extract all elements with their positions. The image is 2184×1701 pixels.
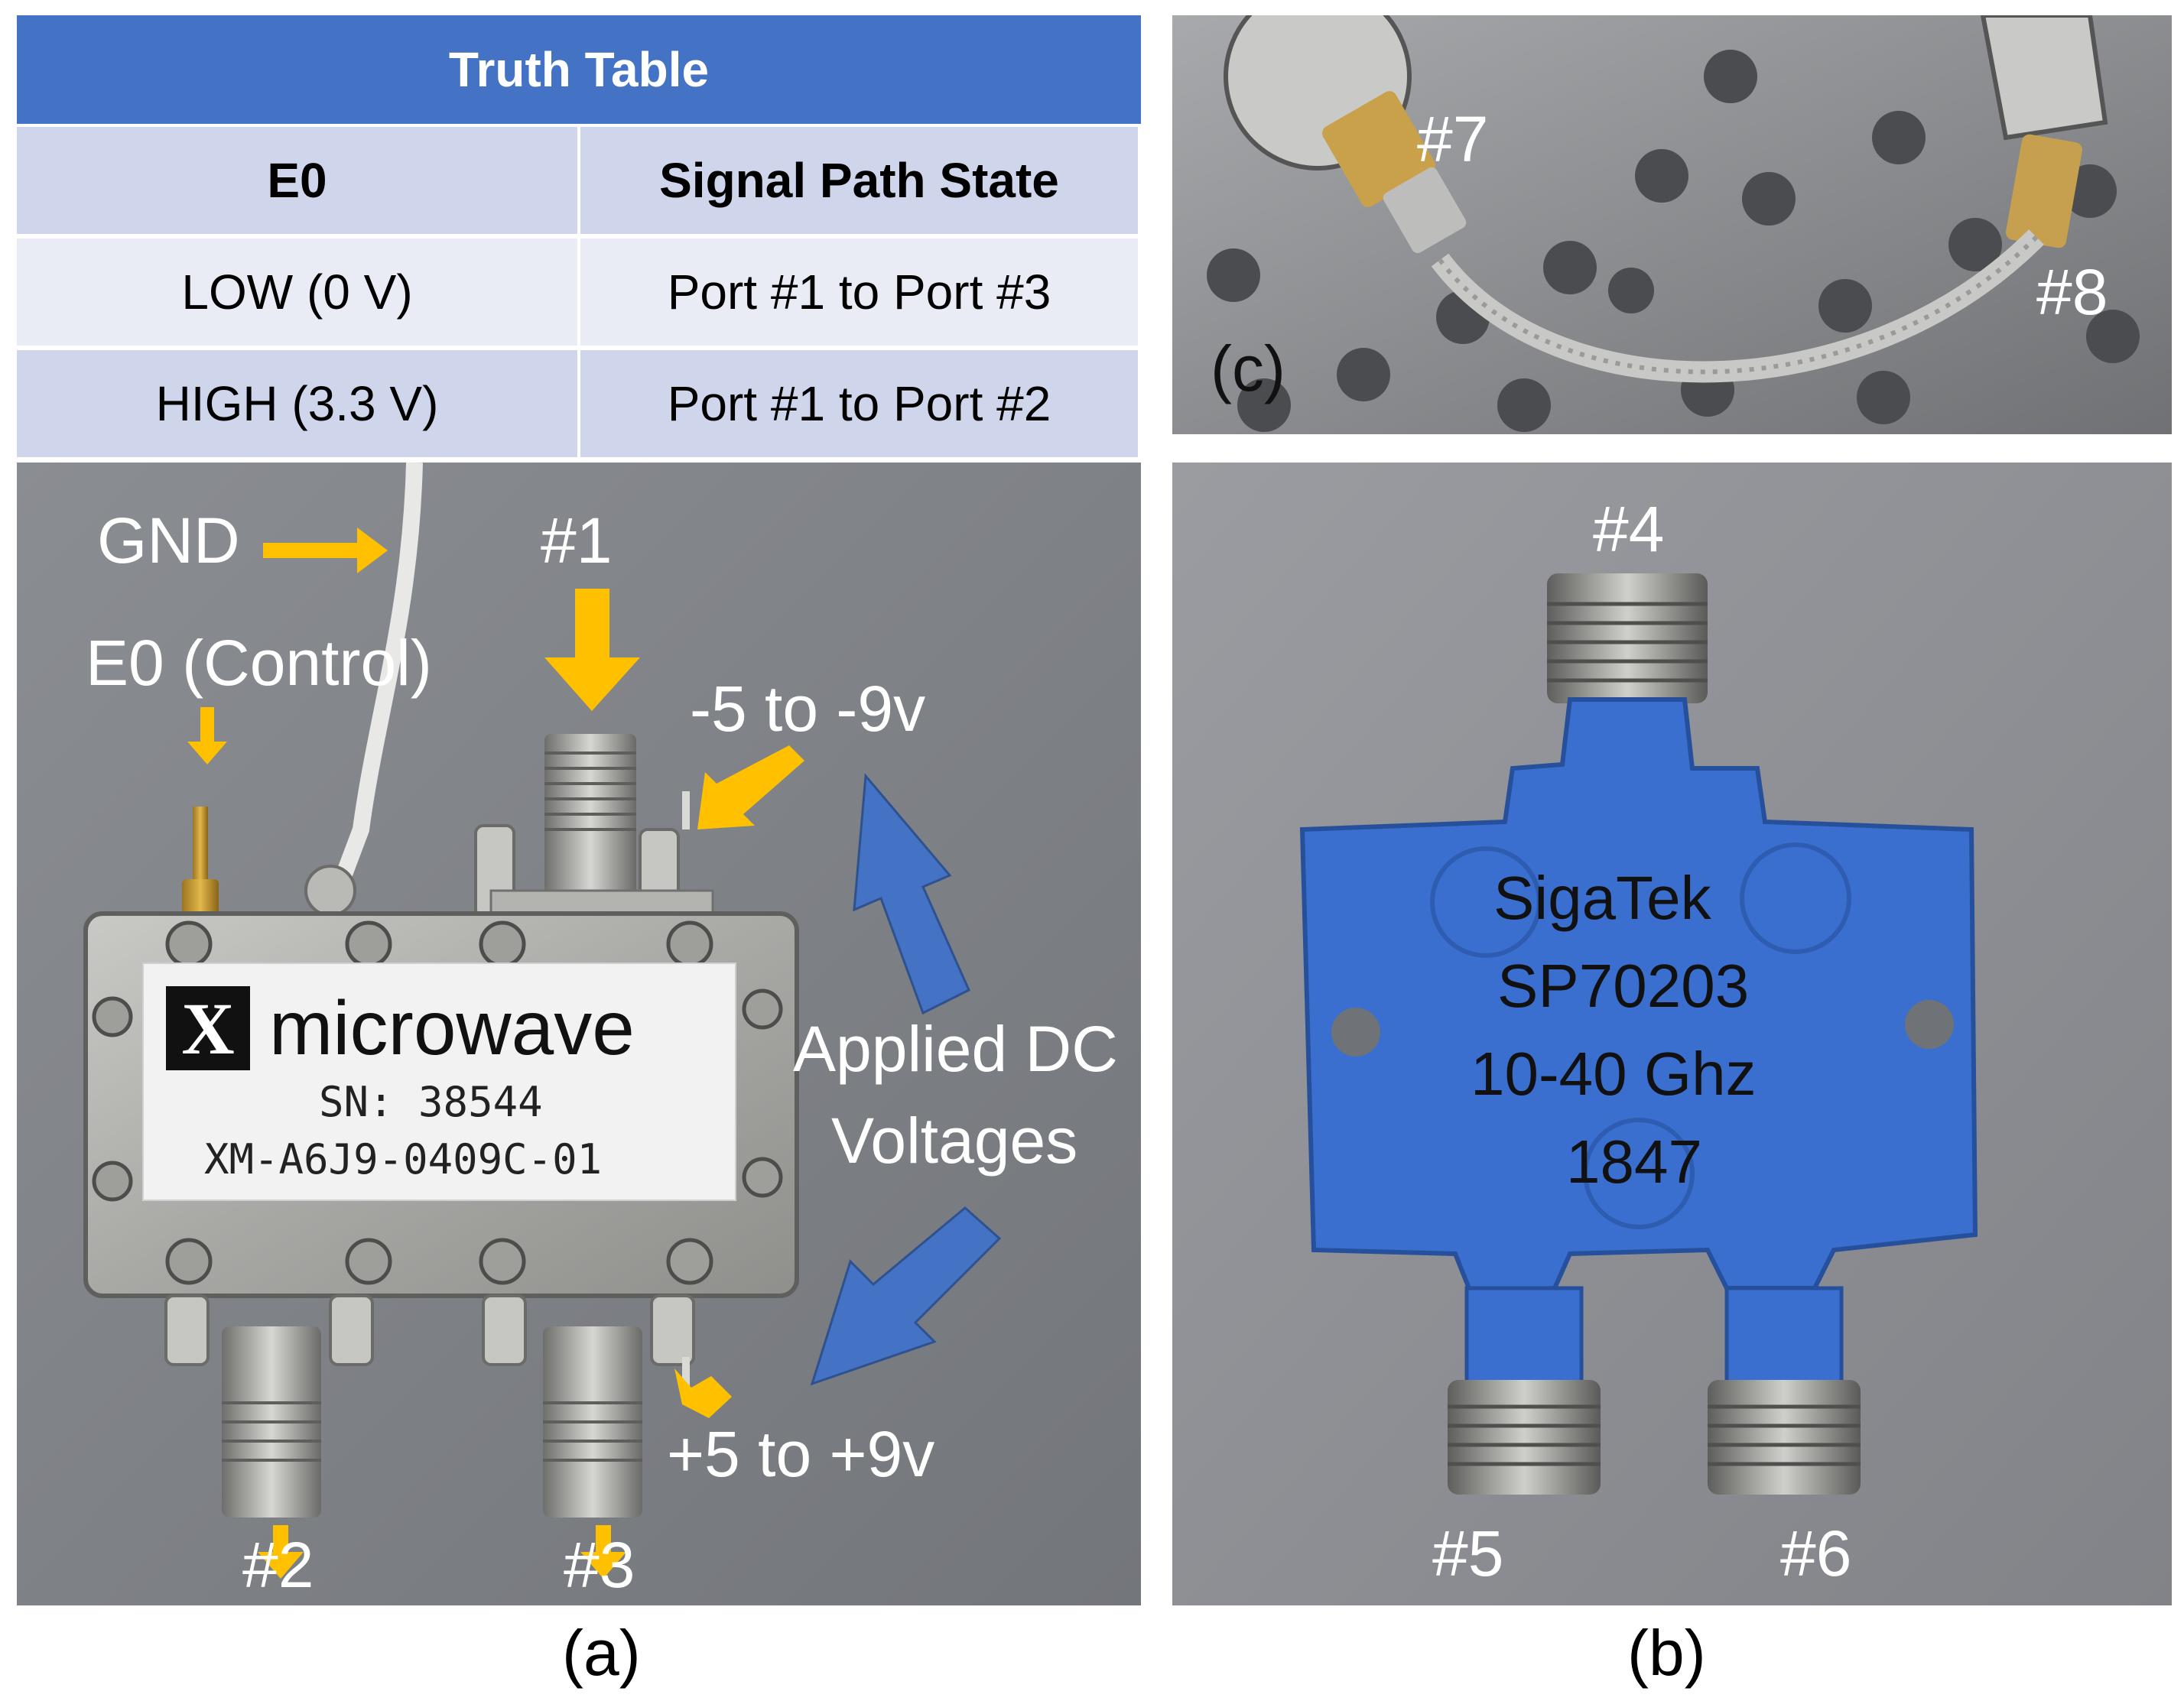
port2-arrow (258, 1525, 304, 1579)
gnd-arrow (263, 528, 388, 573)
xmicrowave-logo: X (181, 987, 235, 1070)
cable-photo-drawing (1172, 15, 2172, 434)
cell-e0-high: HIGH (3.3 V) (17, 350, 577, 457)
cell-path-low: Port #1 to Port #3 (577, 239, 1138, 346)
applied-dc-arrow-up (853, 773, 970, 1015)
panel-c-caption: (c) (1211, 333, 1285, 404)
port3-arrow (580, 1525, 626, 1579)
device-model: XM-A6J9-0409C-01 (204, 1135, 603, 1183)
label-port-6: #6 (1780, 1518, 1852, 1589)
panel-c-cable-photo: #7 #8 (c) (1172, 15, 2172, 434)
splitter-text-brand: SigaTek (1493, 864, 1711, 932)
splitter-text-date-code: 1847 (1566, 1128, 1702, 1196)
switch-photo-drawing (17, 463, 1141, 1605)
port1-arrow (544, 589, 640, 711)
label-port-2: #2 (242, 1529, 314, 1601)
label-pos-voltage: +5 to +9v (667, 1418, 935, 1490)
label-port-7: #7 (1417, 103, 1489, 175)
device-serial: SN: 38544 (319, 1078, 543, 1126)
header-signal-path-state: Signal Path State (577, 127, 1138, 234)
device-brand: microwave (269, 985, 635, 1071)
label-applied-dc-line2: Voltages (831, 1105, 1078, 1177)
splitter-photo-drawing (1172, 463, 2172, 1605)
e0-arrow (187, 707, 227, 764)
pos-voltage-arrow (674, 1368, 732, 1418)
splitter-text-frequency: 10-40 Ghz (1471, 1040, 1757, 1108)
label-neg-voltage: -5 to -9v (690, 673, 926, 745)
label-port-1: #1 (541, 505, 613, 576)
panel-b-splitter-photo: #4 #5 #6 SigaTek SP70203 10-40 Ghz 1847 (1172, 463, 2172, 1605)
splitter-text-model: SP70203 (1497, 952, 1750, 1020)
panel-a-switch-photo: GND E0 (Control) #1 -5 to -9v Applied DC… (17, 463, 1141, 1605)
label-applied-dc-line1: Applied DC (793, 1013, 1118, 1085)
label-port-8: #8 (2036, 256, 2108, 328)
truth-table-header-row: E0 Signal Path State (17, 127, 1141, 234)
label-gnd: GND (97, 505, 240, 576)
neg-voltage-arrow (697, 745, 804, 829)
table-row: HIGH (3.3 V) Port #1 to Port #2 (17, 350, 1141, 457)
panel-a-caption: (a) (562, 1617, 641, 1689)
label-port-3: #3 (564, 1529, 635, 1601)
panel-b-caption: (b) (1627, 1617, 1706, 1689)
truth-table: Truth Table E0 Signal Path State LOW (0 … (17, 15, 1141, 460)
cell-e0-low: LOW (0 V) (17, 239, 577, 346)
table-row: LOW (0 V) Port #1 to Port #3 (17, 239, 1141, 346)
cell-path-high: Port #1 to Port #2 (577, 350, 1138, 457)
header-e0: E0 (17, 127, 577, 234)
applied-dc-arrow-down (810, 1206, 1002, 1386)
truth-table-title: Truth Table (17, 15, 1141, 124)
label-e0-control: E0 (Control) (86, 627, 432, 699)
label-port-4: #4 (1593, 493, 1665, 565)
label-port-5: #5 (1432, 1518, 1504, 1589)
